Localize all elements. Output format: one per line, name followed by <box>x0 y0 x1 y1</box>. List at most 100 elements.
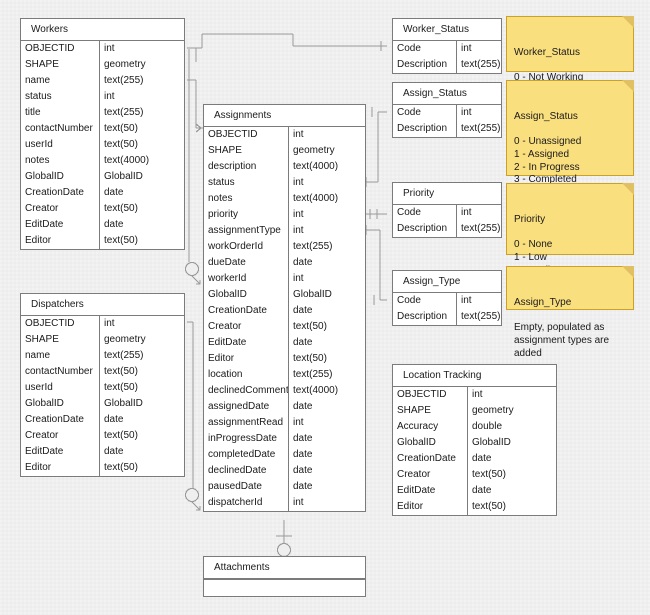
attribute-name: declinedComment <box>208 385 288 396</box>
attribute-type: text(255) <box>456 121 501 137</box>
attribute-name: dispatcherId <box>208 497 263 508</box>
attribute-row: OBJECTID int <box>204 127 365 143</box>
attribute-type: text(50) <box>467 499 556 515</box>
attribute-name: Description <box>397 123 448 134</box>
entity-title-assignments: Assignments <box>204 105 365 127</box>
attribute-type: text(4000) <box>99 153 184 169</box>
attribute-type: geometry <box>99 332 184 348</box>
attribute-name: GlobalID <box>25 398 64 409</box>
attribute-name: Editor <box>208 353 235 364</box>
attribute-type: text(50) <box>99 380 184 396</box>
attribute-type: double <box>467 419 556 435</box>
attribute-type: text(255) <box>99 73 184 89</box>
entity-assign-status[interactable]: Assign_Status Code int Description text(… <box>392 82 502 138</box>
attribute-type: text(255) <box>288 367 365 383</box>
attribute-type: date <box>467 451 556 467</box>
attribute-type: geometry <box>288 143 365 159</box>
attribute-name: name <box>25 75 51 86</box>
attribute-type: int <box>288 207 365 223</box>
entity-assign-type[interactable]: Assign_Type Code int Description text(25… <box>392 270 502 326</box>
note-assign-status[interactable]: Assign_Status 0 - Unassigned 1 - Assigne… <box>506 80 634 223</box>
attribute-type: text(50) <box>99 201 184 217</box>
attribute-row: Description text(255) <box>393 121 501 137</box>
entity-title-workers: Workers <box>21 19 184 41</box>
attribute-row: location text(255) <box>204 367 365 383</box>
attribute-name: Editor <box>25 235 52 246</box>
attribute-row: assignmentRead int <box>204 415 365 431</box>
entity-dispatchers[interactable]: Dispatchers OBJECTID int SHAPE geometry … <box>20 293 185 477</box>
attribute-row: priority int <box>204 207 365 223</box>
entity-attachments[interactable]: Attachments <box>203 556 366 597</box>
attribute-name: notes <box>208 193 233 204</box>
note-priority[interactable]: Priority 0 - None 1 - Low 2 - Medium 3 -… <box>506 183 634 301</box>
attribute-row: OBJECTID int <box>21 316 184 332</box>
attribute-name: Creator <box>208 321 242 332</box>
attribute-row: OBJECTID int <box>21 41 184 57</box>
attribute-name: Description <box>397 223 448 234</box>
attribute-row: assignmentType int <box>204 223 365 239</box>
note-fold-corner-icon <box>622 183 634 195</box>
attribute-type: int <box>467 387 556 403</box>
attribute-row: Description text(255) <box>393 221 501 237</box>
entity-location-tracking[interactable]: Location Tracking OBJECTID int SHAPE geo… <box>392 364 557 516</box>
entity-worker-status[interactable]: Worker_Status Code int Description text(… <box>392 18 502 74</box>
entity-assignments[interactable]: Assignments OBJECTID int SHAPE geometry … <box>203 104 366 512</box>
entity-priority[interactable]: Priority Code int Description text(255) <box>392 182 502 238</box>
attribute-name: SHAPE <box>25 334 59 345</box>
attribute-row: Creator text(50) <box>21 201 184 217</box>
attribute-row: pausedDate date <box>204 479 365 495</box>
attribute-row: Code int <box>393 105 501 121</box>
attribute-name: CreationDate <box>397 453 456 464</box>
attribute-type: int <box>288 495 365 511</box>
attribute-row: Creator text(50) <box>393 467 556 483</box>
attribute-name: name <box>25 350 51 361</box>
attribute-name: declinedDate <box>208 465 267 476</box>
attribute-row: EditDate date <box>204 335 365 351</box>
note-worker-status[interactable]: Worker_Status 0 - Not Working 1 - Workin… <box>506 16 634 109</box>
note-fold-corner-icon <box>622 16 634 28</box>
entity-workers[interactable]: Workers OBJECTID int SHAPE geometry name… <box>20 18 185 250</box>
attribute-row: notes text(4000) <box>204 191 365 207</box>
entity-title-dispatchers: Dispatchers <box>21 294 184 316</box>
attribute-row: status int <box>21 89 184 105</box>
attribute-name: CreationDate <box>25 414 84 425</box>
note-assign-type[interactable]: Assign_Type Empty, populated as assignme… <box>506 266 634 359</box>
attribute-row: workerId int <box>204 271 365 287</box>
attribute-type: int <box>456 41 501 57</box>
attribute-name: location <box>208 369 243 380</box>
attribute-row: dueDate date <box>204 255 365 271</box>
attribute-row: userId text(50) <box>21 380 184 396</box>
attribute-name: pausedDate <box>208 481 262 492</box>
attribute-type: text(50) <box>288 351 365 367</box>
attribute-row: Code int <box>393 41 501 57</box>
attribute-name: Editor <box>397 501 424 512</box>
attribute-row: Editor text(50) <box>393 499 556 515</box>
attribute-row: declinedDate date <box>204 463 365 479</box>
entity-title-location-tracking: Location Tracking <box>393 365 556 387</box>
attribute-name: contactNumber <box>25 366 93 377</box>
attribute-name: OBJECTID <box>25 43 75 54</box>
attribute-name: OBJECTID <box>208 129 258 140</box>
attribute-type: date <box>99 185 184 201</box>
attribute-row: GlobalID GlobalID <box>21 396 184 412</box>
attribute-row: Editor text(50) <box>21 460 184 476</box>
attribute-name: GlobalID <box>397 437 436 448</box>
attribute-name: notes <box>25 155 50 166</box>
attribute-type: GlobalID <box>288 287 365 303</box>
attribute-name: Creator <box>397 469 431 480</box>
attribute-name: GlobalID <box>208 289 247 300</box>
attribute-row: Editor text(50) <box>21 233 184 249</box>
attribute-row: EditDate date <box>21 217 184 233</box>
note-title: Assign_Status <box>514 111 578 123</box>
attribute-name: userId <box>25 382 53 393</box>
wire-workers-top-stub <box>195 47 202 62</box>
attribute-row: Creator text(50) <box>21 428 184 444</box>
attribute-row: CreationDate date <box>21 412 184 428</box>
attribute-name: contactNumber <box>25 123 93 134</box>
attribute-type: date <box>288 447 365 463</box>
attribute-type: int <box>288 271 365 287</box>
attribute-name: OBJECTID <box>25 318 75 329</box>
attribute-type: int <box>99 89 184 105</box>
attribute-name: completedDate <box>208 449 276 460</box>
attribute-name: OBJECTID <box>397 389 447 400</box>
